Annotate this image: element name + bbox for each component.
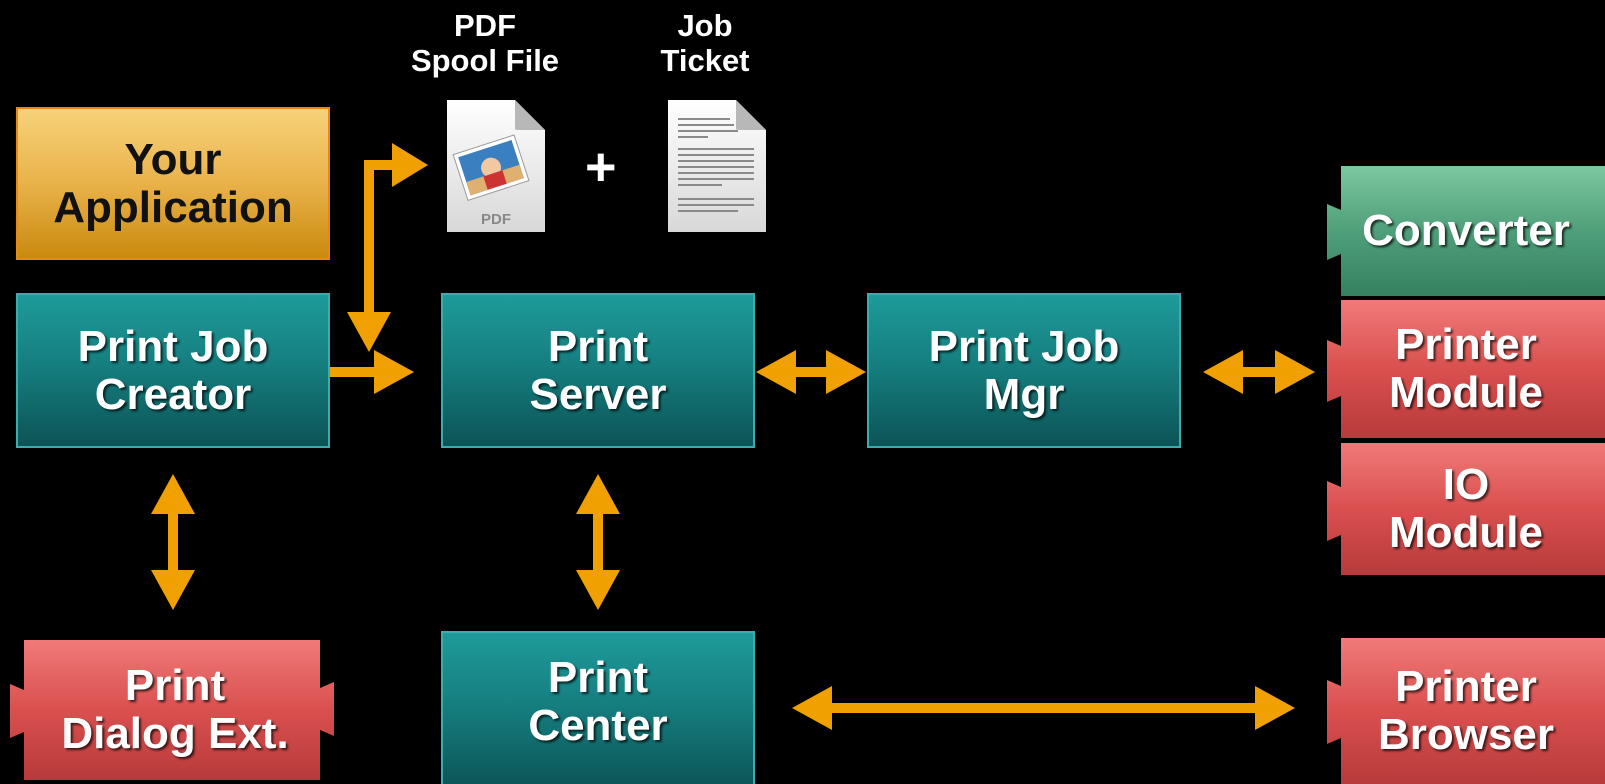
- print-server-line-2: Server: [529, 369, 667, 419]
- job-ticket-label-line-2: Ticket: [660, 43, 750, 78]
- printer-module-line-2: Module: [1389, 368, 1543, 417]
- print-dialog-ext-plugin: Print Dialog Ext.: [10, 640, 340, 780]
- print-dialog-ext-line-2: Dialog Ext.: [61, 709, 289, 758]
- text-document-icon: [668, 100, 766, 232]
- your-application-line-1: Your: [124, 134, 222, 184]
- jobmgr-plugins-arrow: [1203, 350, 1315, 394]
- printer-browser-plugin: Printer Browser: [1327, 638, 1605, 784]
- puzzle-piece-shape: [1327, 166, 1605, 296]
- print-server-box: Print Server: [441, 293, 755, 448]
- printer-module-plugin: Printer Module: [1327, 300, 1605, 438]
- puzzle-piece-shape: [1327, 443, 1605, 575]
- puzzle-piece-shape: [1327, 300, 1605, 438]
- printer-module-line-1: Printer: [1395, 320, 1537, 369]
- print-server-line-1: Print: [547, 321, 649, 371]
- center-browser-arrow: [792, 686, 1295, 730]
- printer-browser-line-2: Browser: [1377, 710, 1555, 759]
- server-jobmgr-arrow: [756, 350, 866, 394]
- creator-to-spool-elbow-head: [347, 312, 391, 352]
- plus-sign: +: [585, 137, 617, 197]
- io-module-line-1: IO: [1442, 460, 1490, 509]
- print-job-mgr-line-1: Print Job: [928, 321, 1120, 371]
- job-ticket-label: Job Ticket: [640, 8, 770, 78]
- creator-to-spool-elbow-line: [364, 143, 428, 315]
- pdf-spool-file-label: PDF Spool File: [395, 8, 575, 78]
- server-center-arrow: [576, 474, 620, 610]
- your-application-box: Your Application: [16, 107, 330, 260]
- print-job-mgr-box: Print Job Mgr: [867, 293, 1181, 448]
- puzzle-piece-shape: [10, 640, 334, 780]
- creator-dialog-arrow: [151, 474, 195, 610]
- printer-browser-line-1: Printer: [1395, 662, 1537, 711]
- job-ticket-label-line-1: Job: [677, 8, 733, 43]
- print-job-mgr-line-2: Mgr: [983, 369, 1065, 419]
- io-module-plugin: IO Module: [1327, 443, 1605, 575]
- pdf-badge-text: PDF: [481, 211, 511, 228]
- your-application-line-2: Application: [53, 182, 293, 232]
- creator-to-server-arrow: [330, 350, 414, 394]
- pdf-document-icon: PDF: [447, 100, 545, 232]
- print-center-box: Print Center: [441, 631, 755, 784]
- converter-plugin: Converter: [1327, 166, 1605, 296]
- converter-line-1: Converter: [1362, 206, 1570, 255]
- print-job-creator-line-2: Creator: [94, 369, 252, 419]
- print-job-creator-line-1: Print Job: [77, 321, 269, 371]
- pdf-spool-label-line-2: Spool File: [410, 43, 560, 78]
- print-center-line-1: Print: [547, 653, 649, 702]
- puzzle-piece-shape: [1327, 638, 1605, 784]
- print-dialog-ext-line-1: Print: [124, 661, 226, 710]
- print-job-creator-box: Print Job Creator: [16, 293, 330, 448]
- pdf-spool-label-line-1: PDF: [454, 8, 516, 43]
- io-module-line-2: Module: [1389, 508, 1543, 557]
- print-center-line-2: Center: [528, 701, 668, 750]
